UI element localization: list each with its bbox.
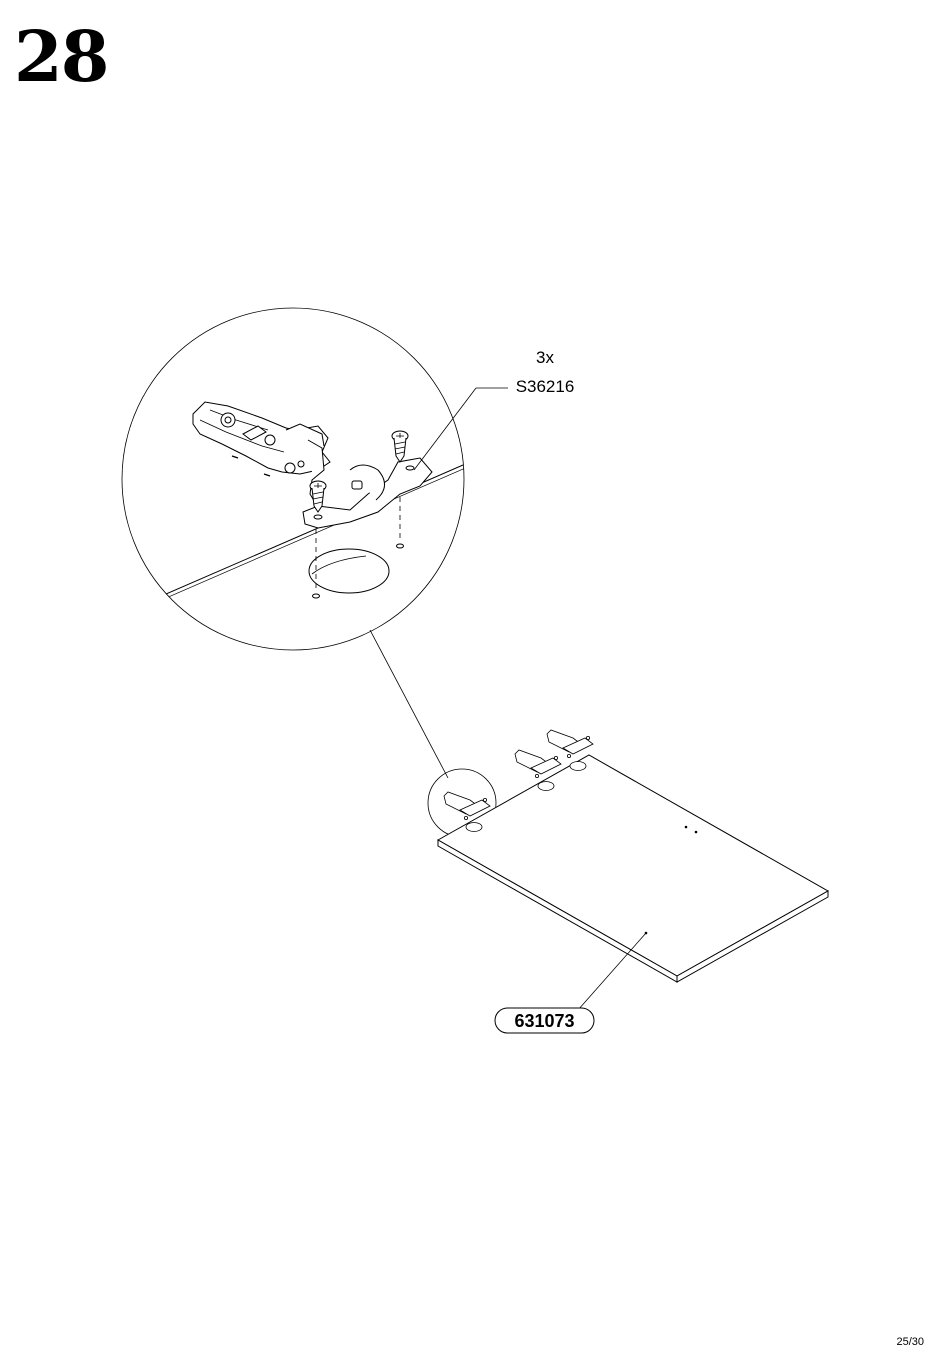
pilot-hole-right xyxy=(397,544,404,548)
cup-hole xyxy=(309,549,389,593)
hinge-quantity: 3x xyxy=(536,348,554,367)
magnified-hinge-detail xyxy=(120,402,470,618)
screw-top xyxy=(392,431,408,462)
panel-part-code: 631073 xyxy=(514,1011,574,1031)
page-number: 25/30 xyxy=(896,1336,924,1348)
hinge-part-code: S36216 xyxy=(516,377,575,396)
panel-top-face xyxy=(438,755,828,976)
hinge-part-label: 3x S36216 xyxy=(414,348,574,470)
pilot-hole-left xyxy=(313,594,320,598)
magnifier-connector-line xyxy=(370,630,448,778)
